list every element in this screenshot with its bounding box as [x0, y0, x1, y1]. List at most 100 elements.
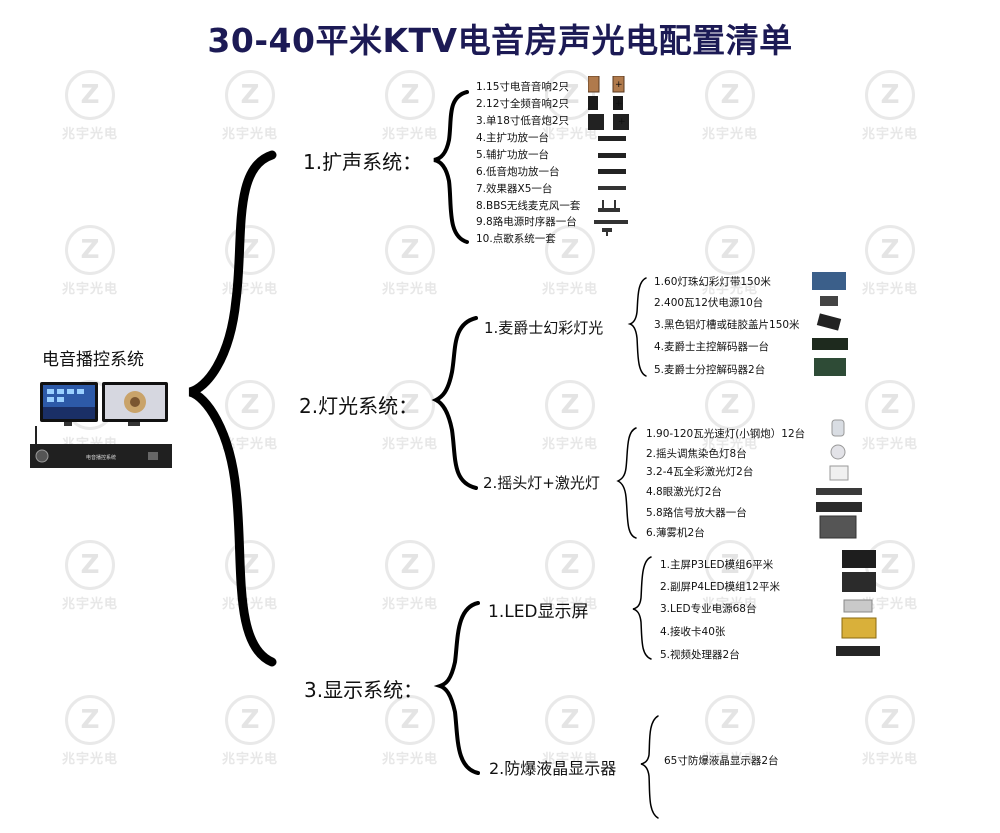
- lighting-g1-brace: [627, 277, 647, 377]
- device-screen-text: 电音播控系统: [86, 454, 116, 461]
- subwoofer-icon: [588, 114, 604, 130]
- audio-equipment-images: [588, 76, 629, 236]
- power-sequencer-icon: [594, 220, 628, 224]
- lighting-g1-item: 2.400瓦12伏电源10台: [654, 297, 764, 309]
- audio-item: 8.BBS无线麦克风一套: [476, 200, 581, 212]
- p4-led-module-icon: [842, 572, 876, 592]
- audio-item: 7.效果器X5一台: [476, 183, 553, 195]
- audio-item: 1.15寸电音音响2只: [476, 81, 570, 93]
- audio-item: 6.低音炮功放一台: [476, 166, 560, 178]
- master-decoder-icon: [812, 338, 848, 350]
- laser-light-icon: [829, 465, 849, 481]
- led-strip-icon: [812, 272, 846, 290]
- lighting-g1-images: [812, 272, 848, 376]
- lighting-g2-item: 6.薄雾机2台: [646, 527, 705, 539]
- slave-decoder-icon: [814, 358, 846, 376]
- lighting-g2-brace: [616, 427, 637, 539]
- moving-head-icon: [830, 444, 846, 460]
- lighting-group-2-label: 2.摇头灯+激光灯: [483, 474, 600, 492]
- plus-sign: +: [618, 117, 626, 127]
- led-power-supply-icon: [843, 599, 873, 613]
- lighting-g1-item: 1.60灯珠幻彩灯带150米: [654, 276, 771, 288]
- section3-brace: [433, 601, 480, 775]
- eight-eye-laser-icon: [816, 488, 862, 495]
- display-g1-brace: [632, 556, 652, 660]
- audio-item: 3.单18寸低音炮2只: [476, 115, 570, 127]
- haze-machine-icon: [819, 515, 857, 539]
- display-group-2-label: 2.防爆液晶显示器: [489, 759, 617, 778]
- beam-light-icon: [831, 419, 845, 437]
- effects-unit-icon: [598, 186, 626, 190]
- section2-brace: [431, 316, 478, 490]
- sub-amp-icon: [598, 169, 626, 174]
- plus-sign: +: [615, 99, 623, 109]
- audio-item: 10.点歌系统一套: [476, 233, 556, 245]
- receiving-card-icon: [841, 617, 877, 639]
- main-amp-icon: [598, 136, 626, 141]
- section1-brace: [433, 90, 469, 244]
- display-g1-item: 4.接收卡40张: [660, 626, 726, 638]
- audio-item: 2.12寸全频音响2只: [476, 98, 570, 110]
- display-g1-item: 5.视频处理器2台: [660, 649, 740, 661]
- aux-amp-icon: [598, 153, 626, 158]
- lighting-g2-images: [816, 419, 862, 539]
- display-g1-item: 2.副屏P4LED模组12平米: [660, 581, 780, 593]
- display-group-1-label: 1.LED显示屏: [488, 602, 589, 622]
- power-supply-icon: [820, 296, 838, 306]
- audio-item: 9.8路电源时序器一台: [476, 216, 577, 228]
- speaker-15-icon: [588, 76, 600, 93]
- section-lighting-label: 2.灯光系统：: [299, 394, 419, 418]
- section-audio-label: 1.扩声系统：: [303, 150, 423, 174]
- control-system-device-image: 电音播控系统: [30, 382, 172, 468]
- lighting-g2-item: 2.摇头调焦染色灯8台: [646, 448, 747, 460]
- video-processor-icon: [836, 646, 880, 656]
- aluminum-channel-icon: [816, 313, 842, 331]
- lighting-g2-item: 5.8路信号放大器一台: [646, 507, 747, 519]
- root-label: 电音播控系统: [42, 350, 144, 370]
- lighting-g2-item: 4.8眼激光灯2台: [646, 486, 722, 498]
- root-brace: [188, 150, 277, 667]
- signal-amplifier-icon: [816, 502, 862, 512]
- lighting-g2-item: 1.90-120瓦光速灯(小钢炮）12台: [646, 428, 806, 440]
- speaker-12-icon: [588, 96, 598, 110]
- display-g1-images: [836, 550, 880, 656]
- lighting-g2-item: 3.2-4瓦全彩激光灯2台: [646, 466, 754, 478]
- section-display-label: 3.显示系统：: [304, 678, 424, 702]
- audio-item: 5.辅扩功放一台: [476, 149, 550, 161]
- display-g2-item: 65寸防爆液晶显示器2台: [664, 755, 779, 767]
- display-g1-item: 1.主屏P3LED模组6平米: [660, 559, 774, 571]
- lighting-g1-item: 4.麦爵士主控解码器一台: [654, 341, 770, 353]
- wireless-mic-icon: [598, 200, 620, 212]
- display-g1-item: 3.LED专业电源68台: [660, 603, 757, 615]
- audio-item: 4.主扩功放一台: [476, 132, 550, 144]
- karaoke-system-icon: [602, 228, 612, 236]
- lighting-g1-item: 5.麦爵士分控解码器2台: [654, 364, 766, 376]
- page-title: 30-40平米KTV电音房声光电配置清单: [207, 21, 793, 60]
